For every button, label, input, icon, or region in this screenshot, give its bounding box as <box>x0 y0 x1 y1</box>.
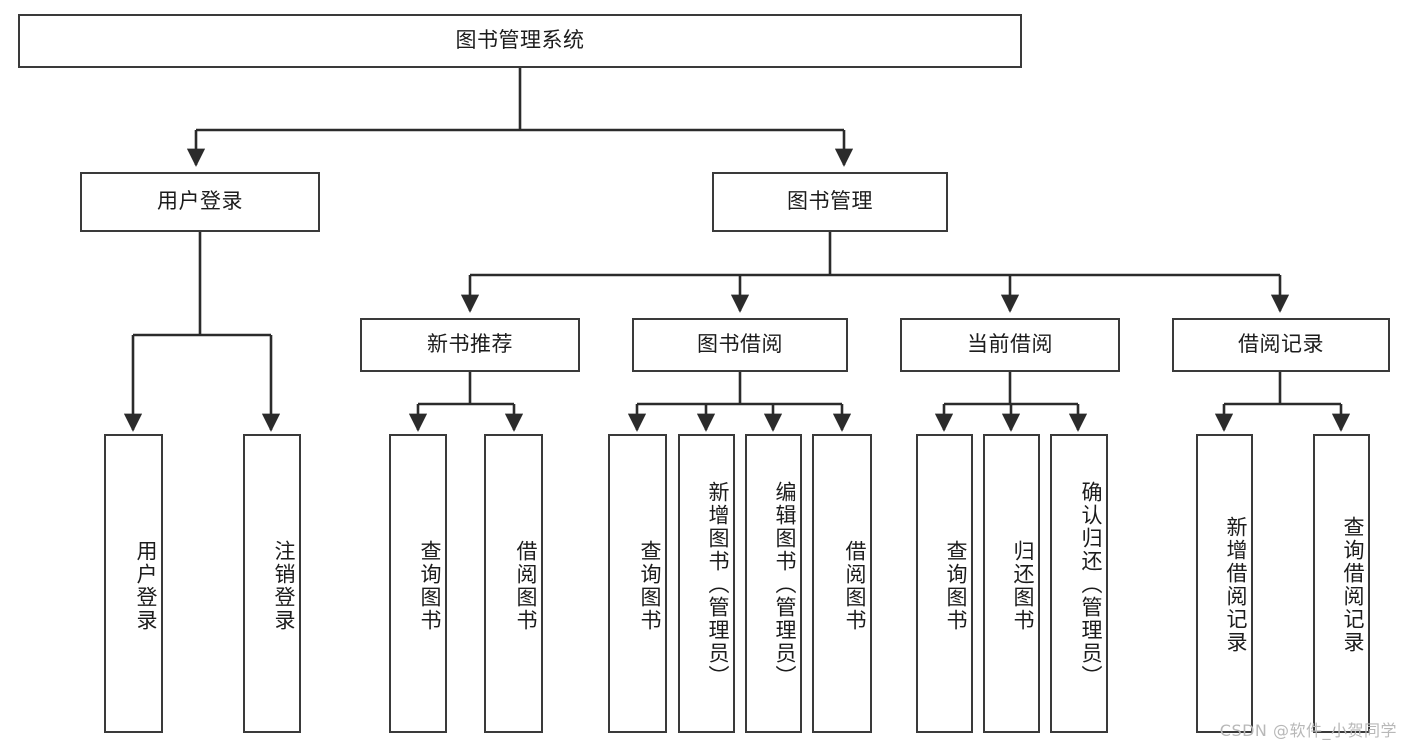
leaf-query-record[interactable]: 查询借阅记录 <box>1313 434 1370 733</box>
leaf-user-login-label: 用户登录 <box>134 539 158 632</box>
leaf-query-record-label: 查询借阅记录 <box>1341 515 1365 654</box>
node-book-manage[interactable]: 图书管理 <box>712 172 948 232</box>
leaf-query-book-2-label: 查询图书 <box>638 539 662 632</box>
leaf-return-book-label: 归还图书 <box>1011 539 1035 632</box>
leaf-query-book-1-label: 查询图书 <box>418 539 442 632</box>
node-root-label: 图书管理系统 <box>455 28 585 53</box>
leaf-borrow-book-2[interactable]: 借阅图书 <box>812 434 872 733</box>
leaf-query-book-3-label: 查询图书 <box>944 539 968 632</box>
leaf-confirm-return[interactable]: 确认归还（管理员） <box>1050 434 1108 733</box>
node-user-login[interactable]: 用户登录 <box>80 172 320 232</box>
node-user-login-label: 用户登录 <box>157 189 243 214</box>
node-book-borrow[interactable]: 图书借阅 <box>632 318 848 372</box>
leaf-borrow-book-2-label: 借阅图书 <box>843 539 867 632</box>
leaf-logout-login[interactable]: 注销登录 <box>243 434 301 733</box>
leaf-add-book-label: 新增图书（管理员） <box>706 481 730 688</box>
leaf-logout-login-label: 注销登录 <box>272 539 296 632</box>
node-new-book-rec[interactable]: 新书推荐 <box>360 318 580 372</box>
leaf-return-book[interactable]: 归还图书 <box>983 434 1040 733</box>
node-book-manage-label: 图书管理 <box>787 189 873 214</box>
leaf-add-book[interactable]: 新增图书（管理员） <box>678 434 735 733</box>
leaf-add-record[interactable]: 新增借阅记录 <box>1196 434 1253 733</box>
leaf-borrow-book-1[interactable]: 借阅图书 <box>484 434 543 733</box>
node-borrow-record[interactable]: 借阅记录 <box>1172 318 1390 372</box>
node-current-borrow[interactable]: 当前借阅 <box>900 318 1120 372</box>
node-borrow-record-label: 借阅记录 <box>1238 332 1324 357</box>
node-root[interactable]: 图书管理系统 <box>18 14 1022 68</box>
node-new-book-rec-label: 新书推荐 <box>427 332 513 357</box>
leaf-edit-book-label: 编辑图书（管理员） <box>773 481 797 688</box>
leaf-query-book-1[interactable]: 查询图书 <box>389 434 447 733</box>
leaf-borrow-book-1-label: 借阅图书 <box>514 539 538 632</box>
node-current-borrow-label: 当前借阅 <box>967 332 1053 357</box>
leaf-query-book-3[interactable]: 查询图书 <box>916 434 973 733</box>
node-book-borrow-label: 图书借阅 <box>697 332 783 357</box>
leaf-add-record-label: 新增借阅记录 <box>1224 515 1248 654</box>
leaf-confirm-return-label: 确认归还（管理员） <box>1079 481 1103 688</box>
csdn-watermark: CSDN @软件_小贺同学 <box>1219 721 1397 740</box>
leaf-edit-book[interactable]: 编辑图书（管理员） <box>745 434 802 733</box>
leaf-query-book-2[interactable]: 查询图书 <box>608 434 667 733</box>
leaf-user-login[interactable]: 用户登录 <box>104 434 163 733</box>
